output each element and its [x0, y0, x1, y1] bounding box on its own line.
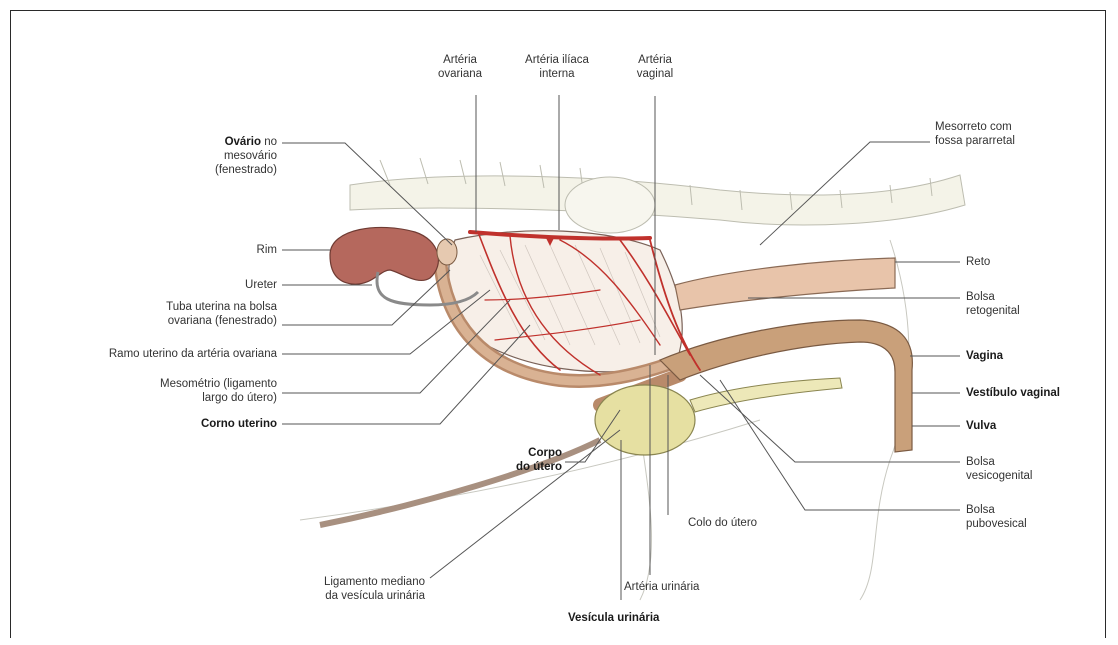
- label-arteria-vaginal: Artéria vaginal: [615, 53, 695, 81]
- label-rim: Rim: [77, 243, 277, 257]
- label-bolsa-pubovesical-line2: pubovesical: [966, 517, 1027, 531]
- ovary: [437, 239, 457, 265]
- label-mesometrio-line2: largo do útero): [57, 391, 277, 405]
- label-arteria-iliaca-interna-line2: interna: [502, 67, 612, 81]
- label-tuba-uterina-line2: ovariana (fenestrado): [57, 314, 277, 328]
- label-mesorreto-line1: Mesorreto com: [935, 120, 1015, 134]
- label-tuba-uterina-line1: Tuba uterina na bolsa: [57, 300, 277, 314]
- label-arteria-iliaca-interna-line1: Artéria ilíaca: [502, 53, 612, 67]
- label-bolsa-pubovesical: Bolsa pubovesical: [966, 503, 1027, 531]
- label-bolsa-retogenital-line2: retogenital: [966, 304, 1020, 318]
- vertebral-column: [350, 158, 965, 233]
- label-tuba-uterina: Tuba uterina na bolsa ovariana (fenestra…: [57, 300, 277, 328]
- urethra: [690, 378, 842, 412]
- label-corpo-do-utero-line2: do útero: [470, 460, 562, 474]
- label-ovario-line3: (fenestrado): [77, 163, 277, 177]
- label-ligamento-mediano: Ligamento mediano da vesícula urinária: [265, 575, 425, 603]
- label-ligamento-mediano-line2: da vesícula urinária: [265, 589, 425, 603]
- label-ovario-rest: no: [261, 136, 277, 148]
- label-arteria-ovariana-line1: Artéria: [420, 53, 500, 67]
- rectum: [675, 258, 895, 310]
- label-ovario: Ovário no mesovário (fenestrado): [77, 135, 277, 177]
- kidney: [330, 227, 438, 284]
- label-corpo-do-utero: Corpo do útero: [470, 446, 562, 474]
- label-vagina: Vagina: [966, 349, 1003, 363]
- label-mesorreto-line2: fossa pararretal: [935, 134, 1015, 148]
- label-arteria-iliaca-interna: Artéria ilíaca interna: [502, 53, 612, 81]
- label-ligamento-mediano-line1: Ligamento mediano: [265, 575, 425, 589]
- label-ovario-bold: Ovário: [225, 136, 261, 148]
- label-mesometrio-line1: Mesométrio (ligamento: [57, 377, 277, 391]
- urinary-bladder: [595, 385, 695, 455]
- label-ramo-uterino: Ramo uterino da artéria ovariana: [12, 347, 277, 361]
- label-colo-do-utero: Colo do útero: [688, 516, 757, 530]
- label-bolsa-vesicogenital: Bolsa vesicogenital: [966, 455, 1032, 483]
- label-arteria-vaginal-line1: Artéria: [615, 53, 695, 67]
- label-vesicula-urinaria: Vesícula urinária: [568, 611, 659, 625]
- label-mesometrio: Mesométrio (ligamento largo do útero): [57, 377, 277, 405]
- label-bolsa-retogenital: Bolsa retogenital: [966, 290, 1020, 318]
- label-bolsa-vesicogenital-line1: Bolsa: [966, 455, 1032, 469]
- label-bolsa-pubovesical-line1: Bolsa: [966, 503, 1027, 517]
- label-vulva: Vulva: [966, 419, 996, 433]
- label-mesorreto: Mesorreto com fossa pararretal: [935, 120, 1015, 148]
- label-arteria-ovariana-line2: ovariana: [420, 67, 500, 81]
- label-arteria-vaginal-line2: vaginal: [615, 67, 695, 81]
- label-bolsa-vesicogenital-line2: vesicogenital: [966, 469, 1032, 483]
- label-vestibulo-vaginal: Vestíbulo vaginal: [966, 386, 1060, 400]
- label-ureter: Ureter: [77, 278, 277, 292]
- label-reto: Reto: [966, 255, 990, 269]
- label-bolsa-retogenital-line1: Bolsa: [966, 290, 1020, 304]
- label-ovario-line2: mesovário: [77, 149, 277, 163]
- label-corpo-do-utero-line1: Corpo: [470, 446, 562, 460]
- label-arteria-urinaria: Artéria urinária: [624, 580, 699, 594]
- label-corno-uterino: Corno uterino: [77, 417, 277, 431]
- label-arteria-ovariana: Artéria ovariana: [420, 53, 500, 81]
